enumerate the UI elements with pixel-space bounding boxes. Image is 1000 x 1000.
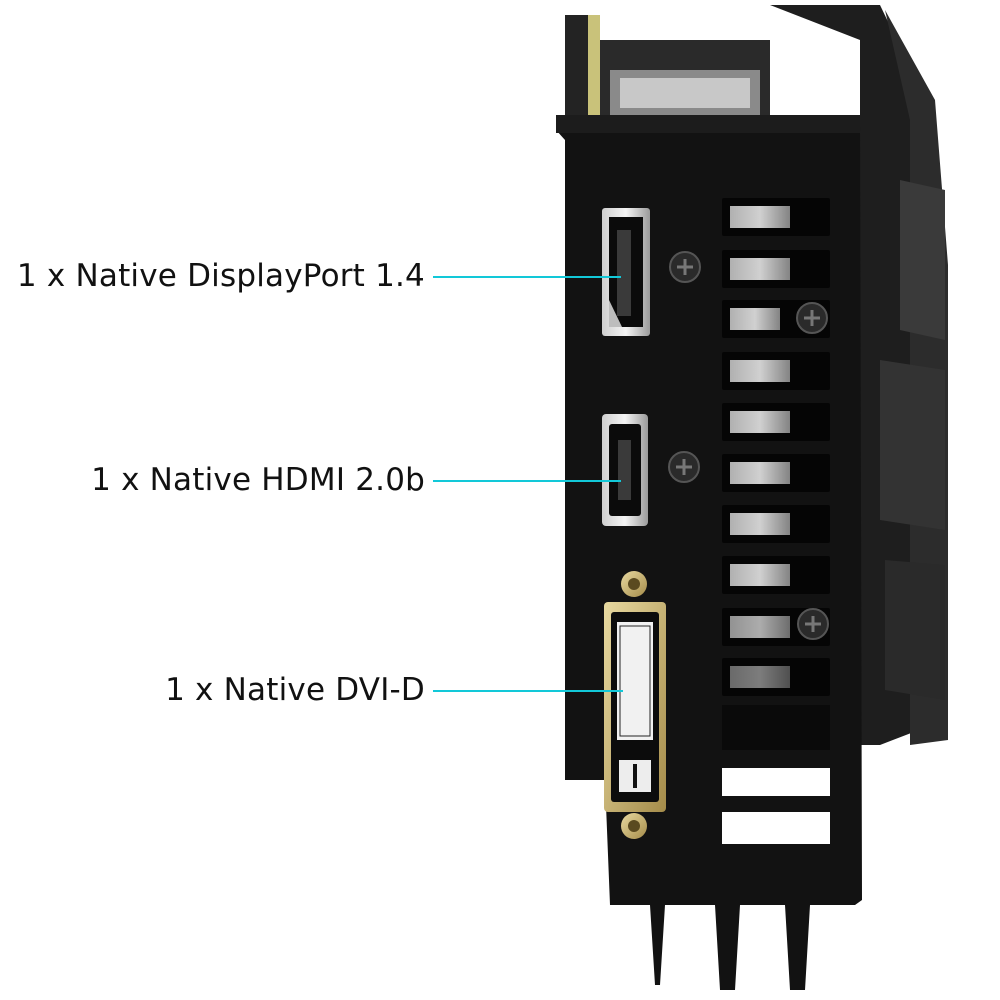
card-shroud — [565, 5, 948, 745]
dvi-d-connector — [604, 571, 666, 839]
hdmi-connector — [602, 414, 648, 526]
io-bracket — [556, 115, 862, 990]
displayport-connector — [602, 208, 650, 336]
hdmi-leader-line — [433, 480, 621, 482]
displayport-callout-label: 1 x Native DisplayPort 1.4 — [16, 258, 425, 294]
bracket-screws — [668, 251, 829, 640]
dvi-d-callout-label: 1 x Native DVI-D — [165, 672, 425, 708]
displayport-leader-line — [433, 276, 621, 278]
dvi-d-leader-line — [433, 690, 623, 692]
hdmi-callout-label: 1 x Native HDMI 2.0b — [91, 462, 425, 498]
